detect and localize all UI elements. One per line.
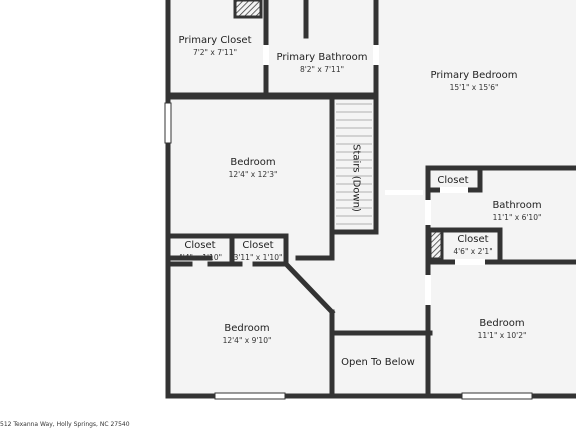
closet-left-name: Closet — [184, 240, 216, 251]
bedroom-2-name: Bedroom — [224, 323, 270, 334]
bedroom-3-dims: 11'1" x 10'2" — [477, 331, 527, 340]
bedroom-3-name: Bedroom — [479, 318, 525, 329]
bathroom-name: Bathroom — [492, 200, 542, 211]
open-below-name: Open To Below — [341, 357, 415, 368]
bedroom-2-dims: 12'4" x 9'10" — [222, 336, 272, 345]
primary-bedroom-dims: 15'1" x 15'6" — [449, 83, 499, 92]
door-closet-tr — [440, 187, 468, 193]
bathroom-dims: 11'1" x 6'10" — [492, 213, 542, 222]
primary-bedroom-name: Primary Bedroom — [430, 70, 518, 81]
door-closet-bath — [455, 259, 485, 265]
bedroom-1-dims: 12'4" x 12'3" — [228, 170, 278, 179]
floor-plan — [164, 0, 576, 400]
primary-bathroom-dims: 8'2" x 7'11" — [299, 65, 345, 74]
closet-left-dims: 4'4" x 1'10" — [177, 253, 223, 262]
window-bottom-right — [461, 392, 533, 400]
closet-top-right-name: Closet — [437, 175, 469, 186]
window-bottom-left — [214, 392, 286, 400]
shaft-top — [233, 0, 263, 19]
door-primary-bath — [263, 45, 269, 65]
property-address: 512 Texanna Way, Holly Springs, NC 27540 — [0, 421, 130, 428]
door-bedroom3 — [425, 275, 431, 305]
closet-middle-name: Closet — [242, 240, 274, 251]
closet-bath-dims: 4'6" x 2'1" — [453, 247, 493, 256]
primary-closet-dims: 7'2" x 7'11" — [192, 48, 238, 57]
shaft-closet — [428, 229, 444, 261]
stairs-label: Stairs (Down) — [350, 144, 362, 212]
window-left — [164, 102, 172, 144]
closet-middle-dims: 3'11" x 1'10" — [233, 253, 283, 262]
primary-bathroom-name: Primary Bathroom — [276, 52, 368, 63]
door-primary-bed — [373, 45, 379, 65]
closet-bath-name: Closet — [457, 234, 489, 245]
primary-closet-name: Primary Closet — [178, 35, 252, 46]
door-bath — [425, 200, 431, 225]
bedroom-1-name: Bedroom — [230, 157, 276, 168]
door-stairs-landing — [385, 190, 423, 195]
